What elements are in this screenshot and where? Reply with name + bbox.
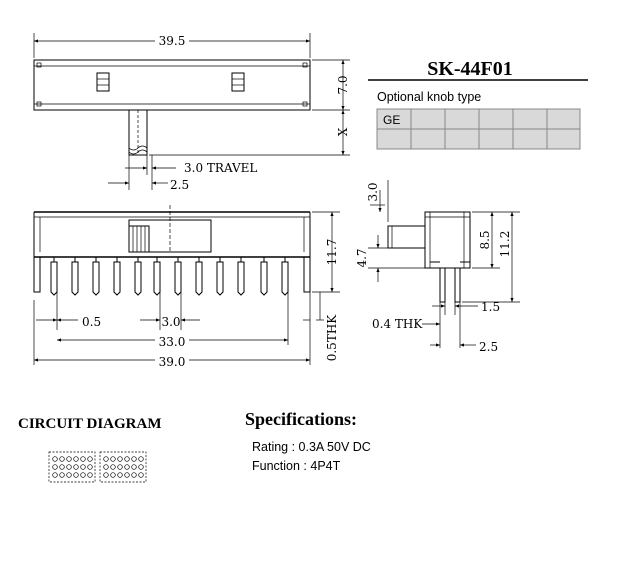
side-pin — [71, 257, 79, 296]
mounting-leg — [33, 257, 41, 293]
circuit-contact — [110, 472, 116, 478]
circuit-contact — [103, 472, 109, 478]
label-base-length: 39.0 — [159, 355, 186, 369]
circuit-contact — [117, 464, 123, 470]
spec-rating: Rating : 0.3A 50V DC — [252, 440, 371, 454]
end-view-shaft — [387, 225, 426, 249]
knob-type-label: Optional knob type — [377, 90, 481, 104]
circuit-contact — [117, 472, 123, 478]
side-pin — [153, 257, 161, 296]
dim-side-height: 11.7 — [312, 211, 340, 293]
side-pin — [281, 257, 289, 296]
circuit-contact — [87, 472, 93, 478]
circuit-block — [48, 451, 96, 483]
circuit-diagram-label: CIRCUIT DIAGRAM — [18, 416, 161, 432]
side-pins — [33, 257, 311, 296]
mounting-leg — [303, 257, 311, 293]
circuit-contact — [103, 464, 109, 470]
circuit-contact — [73, 456, 79, 462]
circuit-contact — [110, 456, 116, 462]
circuit-contact — [80, 472, 86, 478]
side-pin — [113, 257, 121, 296]
side-pin — [50, 257, 58, 296]
knob-cell-ge: GE — [383, 113, 400, 127]
side-pin — [134, 257, 142, 296]
dim-body-height: 7.0 X — [149, 59, 350, 156]
side-pin — [216, 257, 224, 296]
label-right-pin-offset: 2.5 — [479, 340, 498, 354]
circuit-contact — [87, 456, 93, 462]
dim-pin-span: 33.0 — [57, 333, 288, 349]
dim-base-length: 39.0 — [34, 353, 310, 369]
circuit-contact — [52, 472, 58, 478]
dim-pin-spacing: 0.5 3.0 — [33, 292, 311, 365]
circuit-block — [99, 451, 147, 483]
label-plate-thickness: 0.5THK — [325, 314, 339, 362]
side-pin — [195, 257, 203, 296]
dim-travel: 3.0 TRAVEL 2.5 — [108, 155, 257, 192]
rivet-right — [231, 72, 245, 92]
side-pin — [260, 257, 268, 296]
circuit-contact — [59, 464, 65, 470]
circuit-contact — [73, 472, 79, 478]
label-pin-offset: 0.5 — [82, 315, 101, 329]
circuit-contact — [124, 464, 130, 470]
label-side-height: 11.7 — [325, 239, 339, 266]
top-view — [33, 59, 311, 156]
rivet-left — [96, 72, 110, 92]
circuit-contact — [52, 456, 58, 462]
circuit-contact — [80, 456, 86, 462]
circuit-diagram — [48, 451, 147, 483]
circuit-contact — [124, 456, 130, 462]
circuit-contact — [66, 464, 72, 470]
label-right-pin-gap: 1.5 — [481, 300, 500, 314]
circuit-contact — [59, 472, 65, 478]
circuit-contact — [80, 464, 86, 470]
label-shaft-length: X — [336, 127, 350, 136]
label-travel: 3.0 TRAVEL — [184, 161, 257, 175]
circuit-contact — [131, 472, 137, 478]
label-right-total-height: 11.2 — [498, 231, 512, 258]
label-right-thickness: 0.4 THK — [372, 317, 423, 331]
knob — [128, 225, 150, 253]
part-number: SK-44F01 — [427, 58, 513, 80]
circuit-contact — [138, 472, 144, 478]
label-terminal-length: 4.7 — [355, 248, 369, 267]
circuit-contact — [138, 456, 144, 462]
label-right-shaft-top: 3.0 — [366, 182, 380, 201]
circuit-contact — [124, 472, 130, 478]
end-view: 3.0 4.7 8.5 11.2 1.5 0.4 THK 2.5 — [355, 180, 520, 354]
side-pin — [92, 257, 100, 296]
dim-plate-thickness: 0.5THK — [303, 292, 339, 361]
specs-title: Specifications: — [245, 409, 357, 429]
circuit-contact — [66, 472, 72, 478]
circuit-contact — [131, 464, 137, 470]
side-pin — [237, 257, 245, 296]
spec-function: Function : 4P4T — [252, 459, 341, 473]
label-overall-length: 39.5 — [159, 34, 186, 48]
circuit-contact — [110, 464, 116, 470]
label-pin-span: 33.0 — [159, 335, 186, 349]
circuit-contact — [103, 456, 109, 462]
label-knob-offset: 2.5 — [170, 178, 189, 192]
dim-overall-length: 39.5 — [33, 33, 311, 58]
circuit-contact — [87, 464, 93, 470]
knob-table: GE — [376, 108, 581, 150]
label-body-height: 7.0 — [336, 75, 350, 94]
circuit-contact — [138, 464, 144, 470]
circuit-contact — [66, 456, 72, 462]
circuit-contact — [52, 464, 58, 470]
circuit-contact — [117, 456, 123, 462]
circuit-contact — [131, 456, 137, 462]
circuit-contact — [59, 456, 65, 462]
side-view — [33, 205, 311, 296]
side-pin — [174, 257, 182, 296]
label-right-inner-height: 8.5 — [478, 230, 492, 249]
circuit-contact — [73, 464, 79, 470]
label-pin-pitch: 3.0 — [161, 315, 180, 329]
